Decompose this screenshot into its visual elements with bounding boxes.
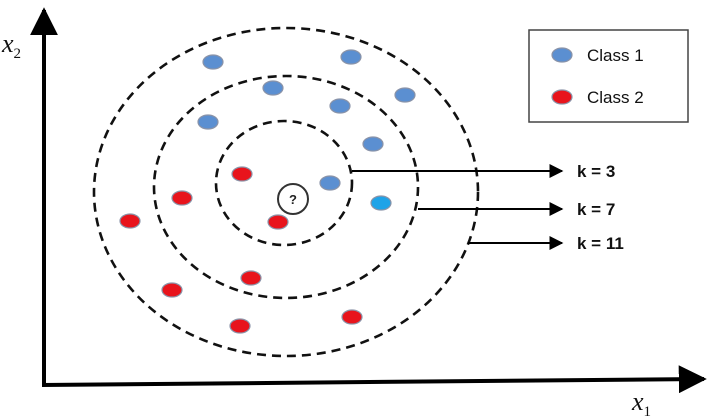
class1-point-highlight — [370, 195, 392, 211]
circle-k11 — [92, 26, 480, 358]
k-label-7: k = 7 — [577, 200, 615, 219]
class1-point — [340, 49, 362, 65]
class2-point — [161, 282, 183, 298]
class2-points — [119, 166, 363, 334]
class2-point — [229, 318, 251, 334]
class2-point — [119, 213, 141, 229]
legend: Class 1 Class 2 — [528, 29, 689, 123]
legend-class2-marker — [551, 89, 573, 105]
query-point-circle — [277, 183, 309, 215]
x-axis-label-sub: 1 — [644, 404, 652, 416]
class1-point — [262, 80, 284, 96]
class1-point — [329, 98, 351, 114]
class2-point — [267, 214, 289, 230]
k-label-3: k = 3 — [577, 162, 615, 181]
class1-point — [197, 114, 219, 130]
circle-k3 — [214, 119, 354, 247]
axes — [30, 7, 707, 394]
legend-class2-label: Class 2 — [587, 88, 644, 107]
class2-point — [240, 270, 262, 286]
legend-box — [528, 29, 689, 123]
k-arrows — [352, 164, 564, 250]
y-axis-label-sub: 2 — [14, 46, 22, 62]
neighborhood-circles — [92, 26, 480, 358]
circle-k7 — [152, 74, 420, 300]
class1-point — [319, 175, 341, 191]
class1-points — [197, 49, 416, 211]
class1-point — [362, 136, 384, 152]
legend-class1-label: Class 1 — [587, 46, 644, 65]
x-axis-label: x1 — [631, 387, 651, 416]
class1-point — [202, 54, 224, 70]
class2-point — [231, 166, 253, 182]
class2-point — [341, 309, 363, 325]
query-point: ? — [277, 183, 309, 215]
x-axis-label-main: x — [631, 387, 644, 416]
y-axis-label: x2 — [1, 29, 21, 62]
k-label-11: k = 11 — [577, 234, 624, 253]
class1-point — [394, 87, 416, 103]
query-point-label: ? — [289, 192, 297, 207]
x-axis-line — [41, 365, 707, 394]
class2-point — [171, 190, 193, 206]
legend-class1-marker — [551, 47, 573, 63]
y-axis-label-main: x — [1, 29, 14, 58]
